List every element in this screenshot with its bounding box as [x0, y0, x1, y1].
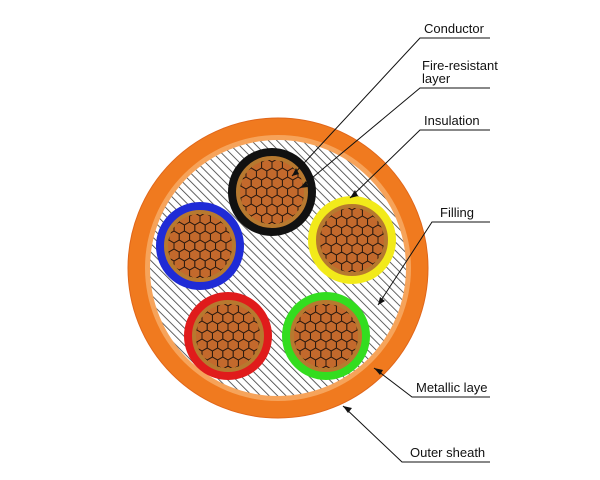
filling-arrowhead	[378, 297, 385, 305]
leader-lines	[291, 37, 490, 463]
leader-arrowheads	[292, 168, 385, 413]
metallic-layer-arrowhead	[374, 368, 383, 375]
insulation-label: Insulation	[424, 113, 480, 128]
core-green-strand	[320, 365, 332, 368]
core-red-strand	[211, 365, 224, 368]
core-red-strand	[222, 365, 234, 368]
core-blue	[156, 202, 244, 290]
conductor-arrowhead	[292, 168, 299, 176]
core-black	[228, 148, 316, 236]
core-green-conductor	[294, 304, 358, 368]
core-black-insulation	[228, 148, 316, 236]
insulation-arrowhead	[350, 190, 358, 198]
filling-leader	[377, 221, 490, 306]
core-blue-conductor	[168, 214, 232, 278]
conductor-label: Conductor	[424, 21, 485, 36]
core-yellow-insulation	[308, 196, 396, 284]
core-green-strand	[330, 365, 343, 368]
core-yellow-conductor	[320, 208, 384, 272]
conductor-leader	[291, 37, 490, 177]
core-black-strand	[266, 221, 278, 224]
core-red-strand	[232, 365, 245, 368]
fire-resistant-leader	[299, 87, 490, 189]
core-yellow-strand	[335, 269, 348, 272]
core-yellow-strand	[356, 269, 369, 272]
outer-sheath-label: Outer sheath	[410, 445, 485, 460]
core-yellow	[308, 196, 396, 284]
core-red-conductor	[196, 304, 260, 368]
core-green-strand	[309, 365, 322, 368]
core-blue-strand	[194, 275, 206, 278]
core-green	[282, 292, 370, 380]
outer-sheath-arrowhead	[343, 406, 352, 413]
metallic-layer-leader	[373, 367, 490, 398]
cores-group	[156, 148, 396, 380]
insulation-leader	[349, 129, 490, 199]
core-red-insulation	[184, 292, 272, 380]
core-yellow-strand	[346, 269, 358, 272]
core-green-insulation	[282, 292, 370, 380]
fire-resistant-arrowhead	[300, 181, 308, 188]
core-blue-insulation	[156, 202, 244, 290]
core-blue-strand	[183, 275, 196, 278]
core-red	[184, 292, 272, 380]
fire-resistant-label-line2: layer	[422, 71, 451, 86]
metallic-layer-label: Metallic laye	[416, 380, 488, 395]
fire-resistant-label-line1: Fire-resistant	[422, 58, 498, 73]
core-black-strand	[255, 221, 268, 224]
filling-label: Filling	[440, 205, 474, 220]
core-black-conductor	[240, 160, 304, 224]
core-blue-strand	[204, 275, 217, 278]
core-black-strand	[276, 221, 289, 224]
outer-sheath-leader	[342, 405, 490, 463]
